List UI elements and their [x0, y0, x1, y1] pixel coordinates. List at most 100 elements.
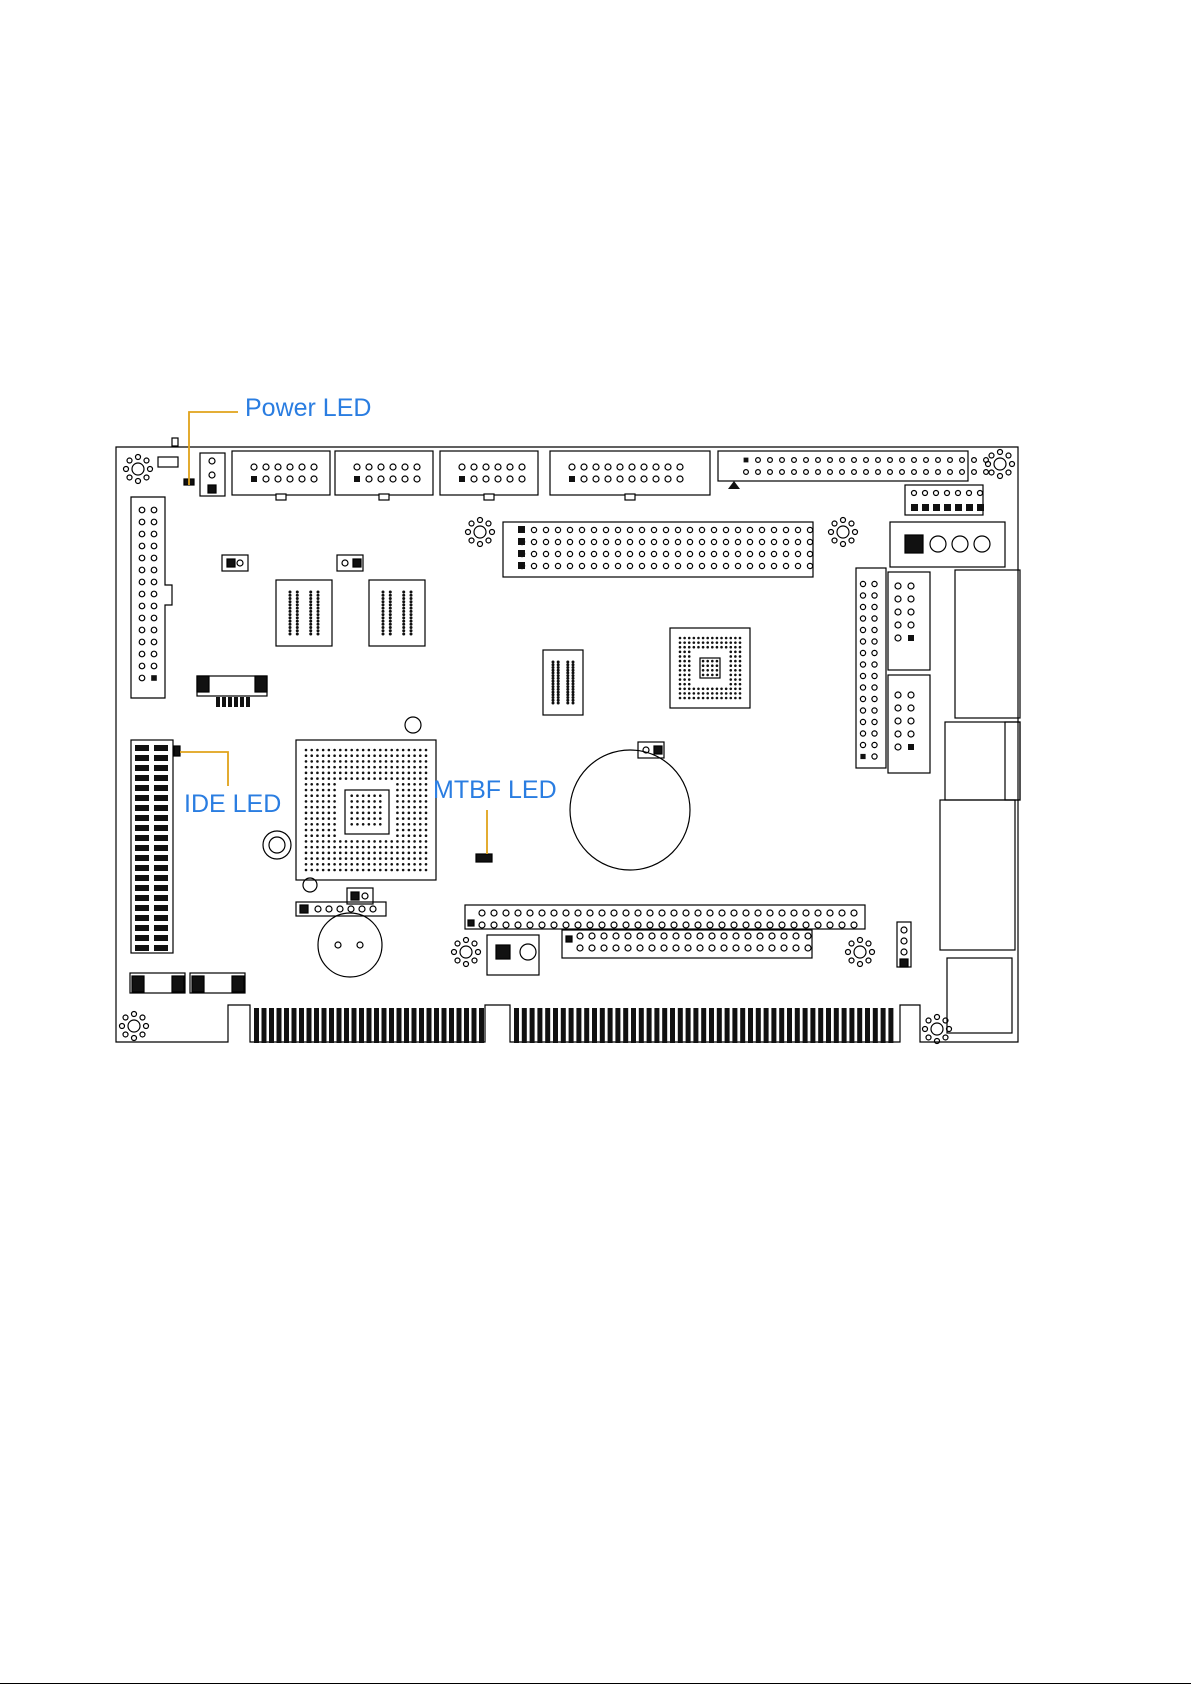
bga-ball [373, 852, 376, 855]
bga-ball [402, 806, 405, 809]
chip-ball [389, 594, 392, 597]
pin [531, 551, 536, 556]
pin [783, 539, 788, 544]
bga-ball [734, 641, 737, 644]
finger [600, 1008, 605, 1043]
bga-ball [408, 857, 411, 860]
chip-ball [389, 629, 392, 632]
bga-ball [385, 869, 388, 872]
bga-ball [379, 749, 382, 752]
pin [637, 945, 643, 951]
bga-ball [322, 817, 325, 820]
bga-ball [350, 749, 353, 752]
pin [815, 910, 821, 916]
bga-ball [402, 852, 405, 855]
finger [647, 1008, 652, 1043]
bga-ball [729, 655, 732, 658]
bga-ball [734, 655, 737, 658]
finger [787, 1008, 792, 1043]
chip-ball [309, 620, 312, 623]
bga-ball [408, 834, 411, 837]
bga-ball [379, 817, 382, 820]
finger [725, 1008, 730, 1043]
bga-ball [368, 800, 371, 803]
left-header-pins [139, 507, 157, 681]
chip-ball [402, 603, 405, 606]
pin [362, 893, 368, 899]
pci-header-lower-pins [577, 933, 811, 951]
pin [707, 922, 713, 928]
mount-hole-via [132, 1012, 137, 1017]
pin [767, 922, 773, 928]
pin [625, 933, 631, 939]
bga-ball [310, 863, 313, 866]
bga-ball [322, 869, 325, 872]
mount-hole-via [923, 1027, 928, 1032]
mount-hole-via [469, 538, 474, 543]
mount-hole-via [866, 958, 871, 963]
pin-square [518, 538, 525, 545]
mount-hole-via [849, 538, 854, 543]
pin [675, 563, 680, 568]
mount-hole-via [123, 1032, 128, 1037]
pin [659, 922, 665, 928]
pin [589, 933, 595, 939]
pin [567, 527, 572, 532]
bga-ball [396, 812, 399, 815]
bga-ball [310, 766, 313, 769]
pin-bar [135, 785, 149, 791]
mounting-hole [846, 938, 875, 967]
bga-ball [711, 669, 714, 672]
bga-ball [702, 692, 705, 695]
finger [269, 1008, 274, 1043]
pin [828, 470, 833, 475]
bga-ball [373, 823, 376, 826]
pin [934, 491, 939, 496]
bga-ball [419, 760, 422, 763]
pin [342, 560, 348, 566]
pin-bar [135, 765, 149, 771]
top-header-2 [335, 451, 433, 500]
pin [984, 470, 989, 475]
bga-ball [322, 857, 325, 860]
latch [232, 976, 244, 992]
bga-ball [310, 834, 313, 837]
chip-ball [296, 633, 299, 636]
finger [654, 1008, 659, 1043]
bga-ball [333, 834, 336, 837]
finger [329, 1008, 334, 1043]
pin [945, 491, 950, 496]
bga-ball [739, 664, 742, 667]
pin [699, 527, 704, 532]
pin [771, 527, 776, 532]
chip-ball [389, 613, 392, 616]
finger [337, 1008, 342, 1043]
chip-ball [317, 616, 320, 619]
chip-ball [557, 680, 560, 683]
bga-ball [390, 840, 393, 843]
bga-ball [373, 777, 376, 780]
pin [615, 563, 620, 568]
pin [366, 464, 372, 470]
pin [139, 567, 145, 573]
pin-bar [154, 755, 168, 761]
pin [495, 464, 501, 470]
pin [603, 563, 608, 568]
finger [756, 1008, 761, 1043]
ffc-pin [216, 697, 220, 707]
bga-ball [322, 794, 325, 797]
pin [593, 476, 599, 482]
bga-ball [413, 823, 416, 826]
bga-ball [345, 766, 348, 769]
pin-square [251, 476, 257, 482]
finger [262, 1008, 267, 1043]
chip-ball [557, 699, 560, 702]
chip-ball [389, 620, 392, 623]
pin [151, 603, 157, 609]
pin-bar [135, 885, 149, 891]
bga-ball [688, 697, 691, 700]
bga-ball [379, 852, 382, 855]
pin [601, 933, 607, 939]
bga-ball [356, 772, 359, 775]
pin [860, 662, 865, 667]
